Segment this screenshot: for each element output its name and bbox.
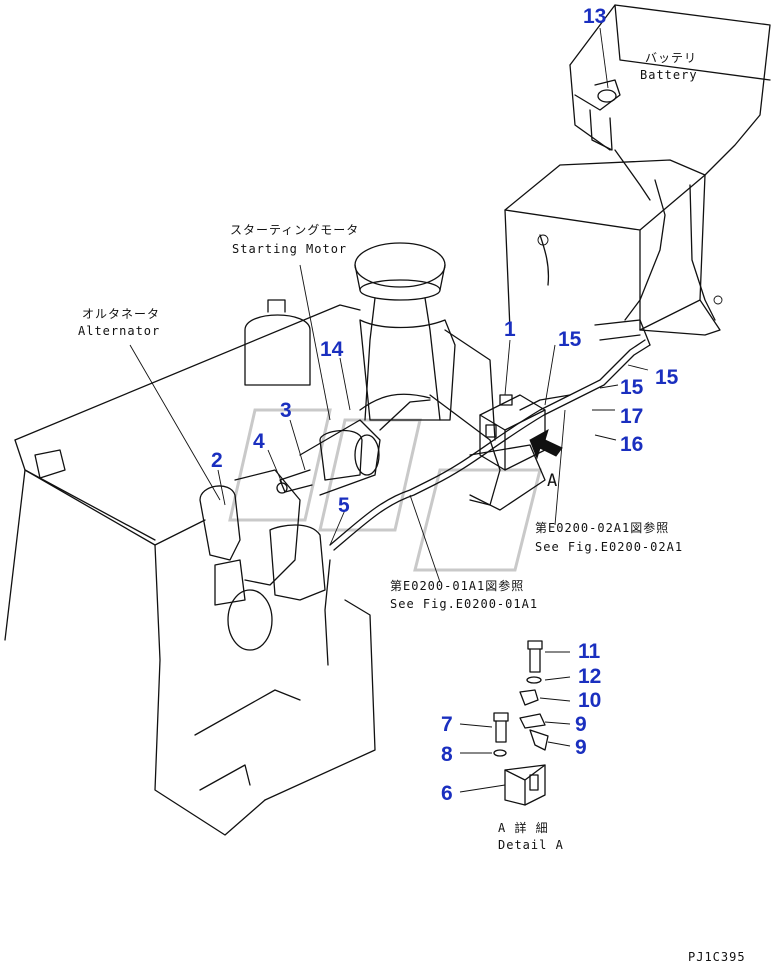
starting-motor-label-jp: スターティングモータ	[230, 223, 359, 237]
callout-16: 16	[620, 433, 643, 456]
battery-body	[569, 4, 771, 201]
callout-4: 4	[253, 430, 265, 453]
view-arrow	[529, 428, 563, 460]
alternator-label-en: Alternator	[78, 324, 160, 338]
reference-a1-en: See Fig.E0200-02A1	[535, 540, 683, 554]
engine-block	[199, 394, 501, 651]
callout-11: 11	[578, 640, 601, 663]
callout-10: 10	[578, 689, 601, 712]
callout-6: 6	[441, 782, 453, 805]
callout-2: 2	[211, 449, 223, 472]
leader-lines	[129, 27, 649, 793]
callout-14: 14	[320, 338, 344, 361]
reference-b1-jp: 第E0200-01A1図参照	[390, 578, 524, 593]
detail-a-label-jp: A 詳 細	[498, 820, 549, 835]
callout-17: 17	[620, 405, 643, 428]
callout-15-right: 15	[655, 366, 679, 389]
battery-tray	[504, 159, 723, 336]
detail-a	[493, 640, 549, 806]
engine-hood	[4, 304, 376, 836]
callout-15-lower: 15	[620, 376, 644, 399]
starting-motor-label-en: Starting Motor	[232, 242, 347, 256]
callout-1: 1	[504, 318, 516, 341]
callout-15-upper: 15	[558, 328, 582, 351]
view-letter: A	[547, 471, 557, 491]
watermark	[228, 408, 542, 572]
callout-9-lower: 9	[575, 736, 587, 759]
callout-12: 12	[578, 665, 601, 688]
reference-a1-jp: 第E0200-02A1図参照	[535, 520, 669, 535]
detail-a-label-en: Detail A	[498, 838, 564, 852]
air-cleaner	[354, 242, 496, 441]
callout-9-upper: 9	[575, 713, 587, 736]
alternator-label-jp: オルタネータ	[82, 307, 160, 321]
reference-b1-en: See Fig.E0200-01A1	[390, 597, 538, 611]
reservoir	[244, 299, 311, 386]
cables	[324, 319, 651, 666]
callout-5: 5	[338, 494, 350, 517]
callout-8: 8	[441, 743, 453, 766]
battery-label-en: Battery	[640, 68, 698, 82]
callout-3: 3	[280, 399, 292, 422]
drawing-code: PJ1C395	[688, 950, 746, 964]
battery-label-jp: バッテリ	[645, 51, 697, 65]
callout-13: 13	[583, 5, 606, 28]
callout-7: 7	[441, 713, 453, 736]
